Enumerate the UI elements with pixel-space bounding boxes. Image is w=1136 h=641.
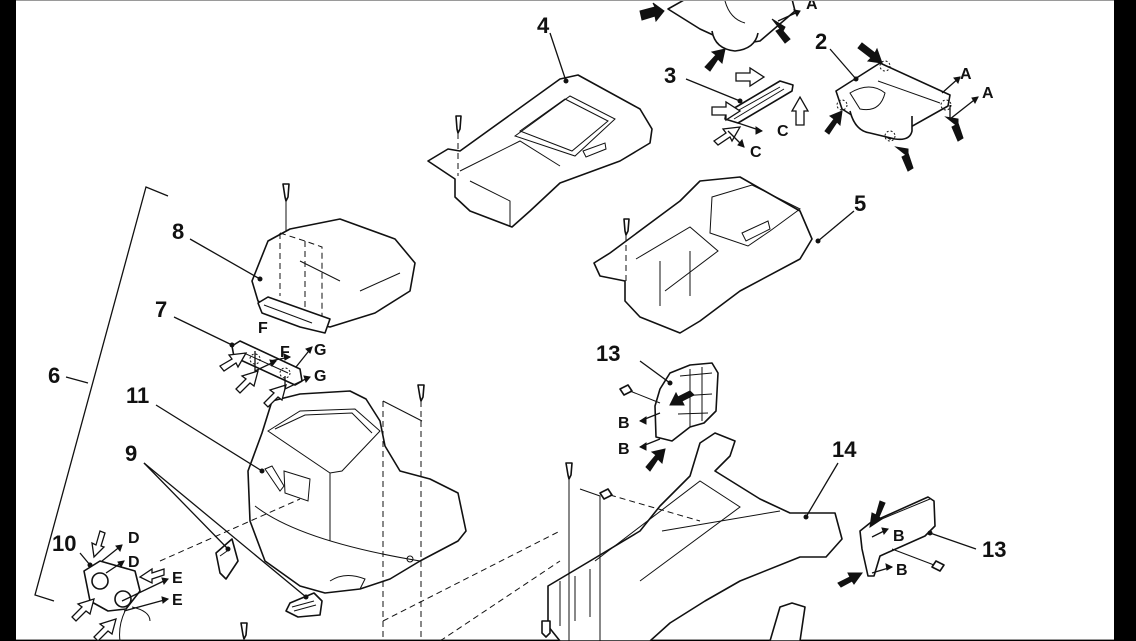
ref-letter-d: D [128,554,140,571]
part-side-bracket-upper [619,362,719,442]
reference-lines [101,9,979,612]
solid-arrow [639,2,665,23]
part-switch-panel [724,80,794,124]
part-trim-pieces [215,538,323,618]
callout-6: 6 [48,363,60,388]
hollow-arrow [219,352,248,372]
ref-letter-d: D [128,530,140,547]
screw-icon [240,622,248,640]
solid-arrow [894,146,914,172]
hollow-arrow [91,530,106,559]
alignment-line [439,560,561,641]
callout-10: 10 [52,531,76,556]
diagram-canvas: 2 3 4 5 6 7 8 9 10 11 13 13 14 A A A C C… [16,0,1114,641]
exploded-view-svg: 2 3 4 5 6 7 8 9 10 11 13 13 14 A A A C C… [34,1,1006,641]
part-shift-panel [427,74,653,228]
callout-9: 9 [125,441,137,466]
group-bracket-6 [34,186,169,602]
part-console-frame [541,432,843,641]
hollow-arrow [138,567,165,585]
callout-2: 2 [815,29,827,54]
ref-letter-e: E [172,592,183,609]
solid-arrow [857,42,883,64]
ref-letter-b: B [618,441,630,458]
part-cup-holder-top [667,1,796,52]
ref-letter-a: A [982,85,994,102]
ref-letter-c: C [750,144,762,161]
hollow-arrows [71,66,810,641]
callout-4: 4 [537,13,550,38]
ref-letter-g: G [314,342,326,359]
callout-numbers: 2 3 4 5 6 7 8 9 10 11 13 13 14 [48,13,1006,562]
callout-3: 3 [664,63,676,88]
part-console-upper [593,176,813,334]
callout-13-lower: 13 [982,537,1006,562]
solid-arrow [869,500,886,529]
callout-8: 8 [172,219,184,244]
part-cup-holder [835,60,952,142]
ref-letter-f: F [280,344,290,361]
solid-arrow [824,110,843,135]
ref-letter-c: C [777,123,789,140]
solid-arrow [771,18,791,44]
hollow-arrow [712,126,742,146]
ref-letter-f: F [258,320,268,337]
hollow-arrow [711,100,742,122]
hollow-arrow [235,370,259,394]
reference-letters: A A A C C F F G G B B B B D D E E [128,1,994,609]
hollow-arrow [735,66,766,88]
ref-letter-a: A [960,66,972,83]
callout-13-upper: 13 [596,341,620,366]
part-armrest-lid [251,183,416,334]
solid-arrow [645,448,666,472]
solid-arrow [837,572,863,588]
part-side-cover-lower [859,496,945,577]
callout-11: 11 [126,383,149,408]
ref-letter-b: B [618,415,630,432]
hollow-arrow [790,95,810,126]
hollow-arrow [93,618,117,641]
solid-arrows [639,2,964,588]
ref-letter-a: A [806,1,818,13]
part-hinge-bracket [231,340,303,386]
hollow-arrow [71,598,95,622]
alignment-line [382,530,561,622]
part-console-body [247,384,467,641]
ref-letter-b: B [896,562,908,579]
callout-leaders [65,32,977,600]
alignment-line [159,498,301,562]
solid-arrow [669,390,695,406]
solid-arrow [944,116,964,142]
ref-letter-g: G [314,368,326,385]
solid-arrow [704,48,726,72]
callout-7: 7 [155,297,167,322]
ref-letter-b: B [893,528,905,545]
ref-letter-e: E [172,570,183,587]
callout-5: 5 [854,191,866,216]
callout-14: 14 [832,437,857,462]
hollow-arrow [263,384,287,408]
